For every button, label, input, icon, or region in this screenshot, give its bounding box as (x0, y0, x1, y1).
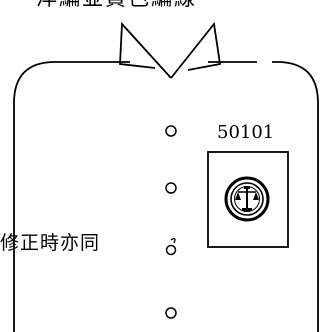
flap-left (119, 21, 172, 79)
flap-right (170, 21, 222, 79)
binding-hole-icon (165, 307, 177, 319)
stamp-code: 50101 (217, 122, 275, 143)
side-note-text: 修正時亦同 (0, 232, 101, 254)
stamp-box (207, 151, 289, 248)
binding-hole-icon (165, 182, 177, 194)
court-seal-icon (224, 176, 270, 222)
envelope-outline (13, 61, 319, 332)
top-instruction-text: 淬編並貢色編線 (36, 0, 197, 9)
binding-hole-icon (165, 125, 177, 137)
string-knot-icon (165, 237, 177, 256)
